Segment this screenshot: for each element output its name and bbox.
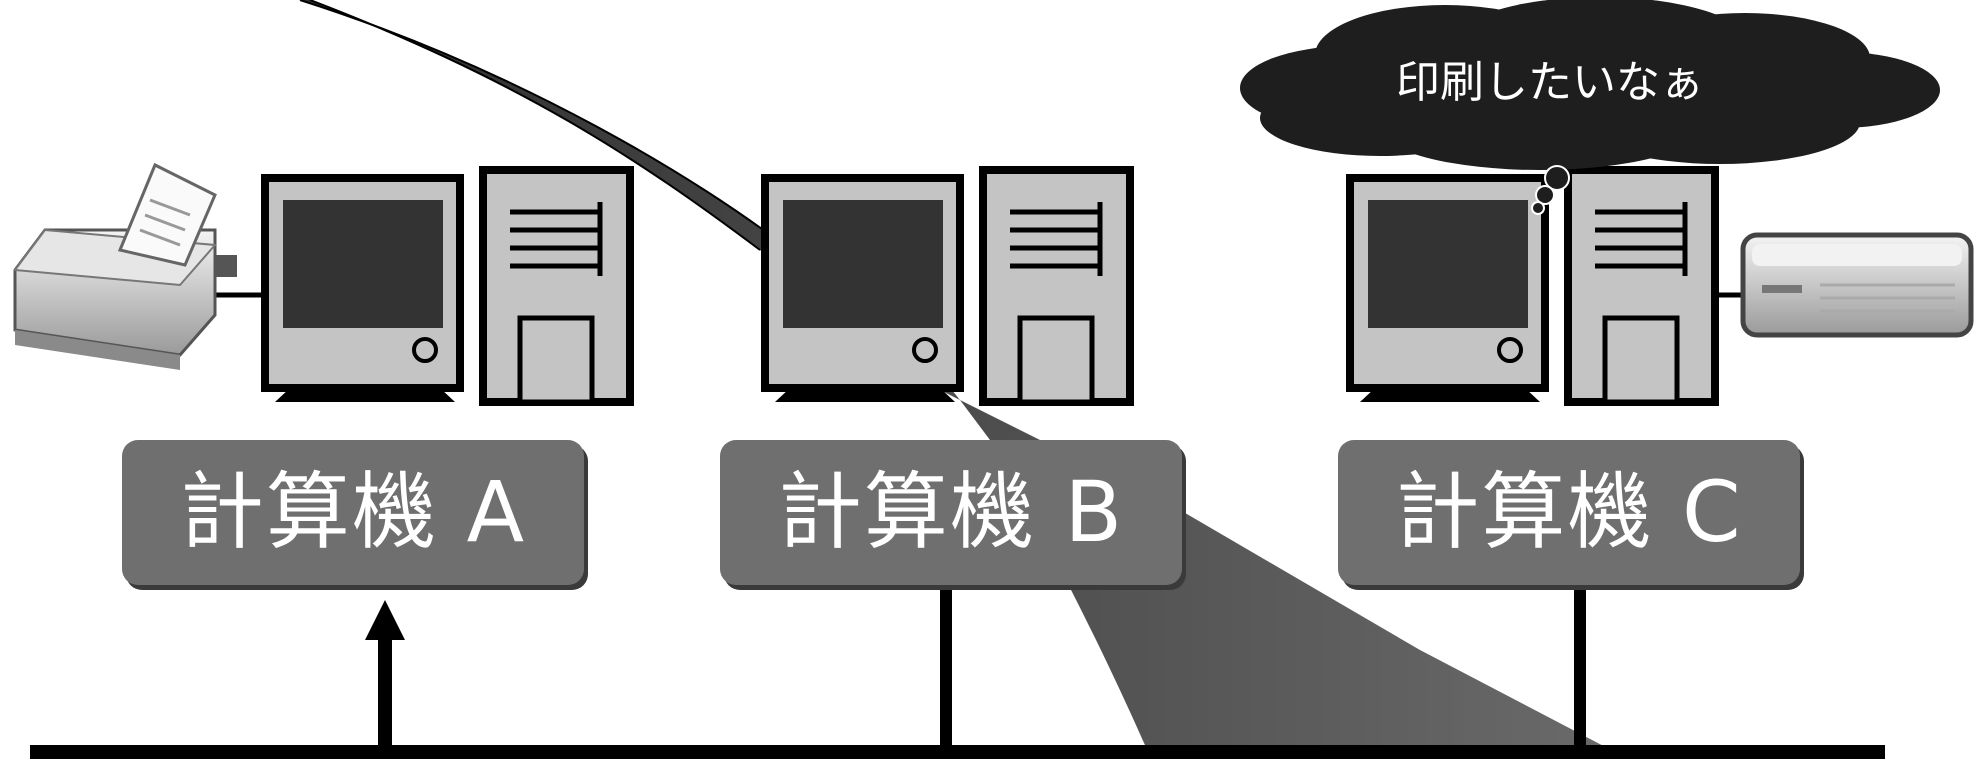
flat-printer-icon [1715,232,1974,338]
thought-bubble [1240,0,1940,215]
computer-b-icon [761,166,1134,406]
computer-c-icon [1346,166,1719,406]
bus-drop-a [365,600,405,752]
computer-a-icon [261,166,634,406]
node-label-a: 計算機 A [122,440,584,585]
node-label-b: 計算機 B [720,440,1182,585]
node-label-c: 計算機 C [1338,440,1800,585]
data-flow-beam [299,0,1615,752]
inkjet-printer-icon [13,162,265,370]
thought-bubble-text: 印刷したいなぁ [1396,57,1704,108]
